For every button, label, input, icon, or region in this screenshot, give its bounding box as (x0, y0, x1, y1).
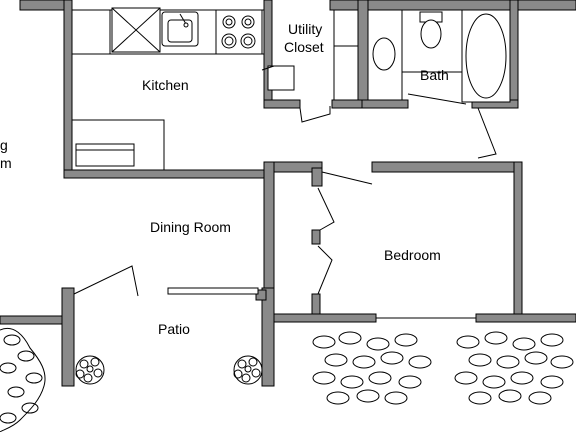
lower-cabinet (75, 143, 135, 167)
utility-label-line2: Closet (284, 39, 324, 55)
patio-label: Patio (158, 321, 190, 337)
bedroom-doors (317, 171, 476, 319)
bathtub (461, 9, 511, 103)
toilet (420, 19, 442, 49)
kitchen-utility-wall (263, 0, 273, 109)
utility-door (299, 106, 331, 123)
bath-sink (372, 37, 396, 71)
stove (215, 9, 263, 55)
bath-right-wall (509, 0, 519, 109)
utility-bottom-wall-right (331, 99, 363, 109)
shrubs-left (0, 328, 46, 432)
patio-right-cap (255, 289, 267, 301)
living-label-partial-1: g (0, 137, 8, 153)
utility-bath-wall (357, 0, 369, 105)
bath-fixtures (367, 9, 511, 159)
dining-room-label: Dining Room (150, 219, 231, 235)
walls (0, 0, 576, 387)
closet-wall-top (311, 167, 323, 187)
water-heater (267, 65, 295, 91)
bath-door-swing (477, 107, 497, 159)
room-labels: Kitchen Utility Closet Bath Dining Room … (0, 21, 449, 337)
bath-door (407, 93, 467, 105)
shrubs-bedroom-right (454, 331, 574, 405)
flower-patio-left (75, 355, 105, 385)
shrubs-bedroom-left (312, 331, 432, 405)
bath-bottom-wall-left (357, 99, 409, 109)
utility-closet-fixtures (261, 9, 359, 123)
utility-bottom-wall-left (263, 99, 301, 109)
closet-door-lower (317, 245, 333, 295)
bedroom-label: Bedroom (384, 247, 441, 263)
patio-swing-door (73, 265, 139, 297)
bedroom-bottom-wall-left (263, 313, 377, 323)
closet-wall-mid (311, 229, 321, 245)
closet-door-upper (317, 187, 335, 231)
sliding-door (167, 287, 259, 295)
patio-right-post (261, 287, 275, 387)
bedroom-bottom-wall-right (475, 313, 576, 323)
kitchen-fixtures (71, 7, 265, 171)
utility-shelf (333, 9, 359, 101)
utility-label-line1: Utility (288, 21, 322, 37)
bath-label: Bath (420, 67, 449, 83)
patio-doors (73, 265, 259, 297)
patio-left-post (61, 287, 75, 387)
kitchen-bottom-wall (63, 169, 265, 179)
patio-left-wall-top (0, 315, 65, 325)
kitchen-label: Kitchen (142, 77, 189, 93)
bedroom-entry-door (321, 171, 373, 185)
vanity (367, 9, 403, 101)
flower-patio-right (233, 355, 263, 385)
top-wall-left (19, 0, 65, 11)
living-label-partial-2: m (0, 155, 12, 171)
bedroom-right-wall (513, 161, 523, 321)
kitchen-left-wall (63, 0, 73, 177)
bedroom-top-wall-right (371, 161, 521, 173)
